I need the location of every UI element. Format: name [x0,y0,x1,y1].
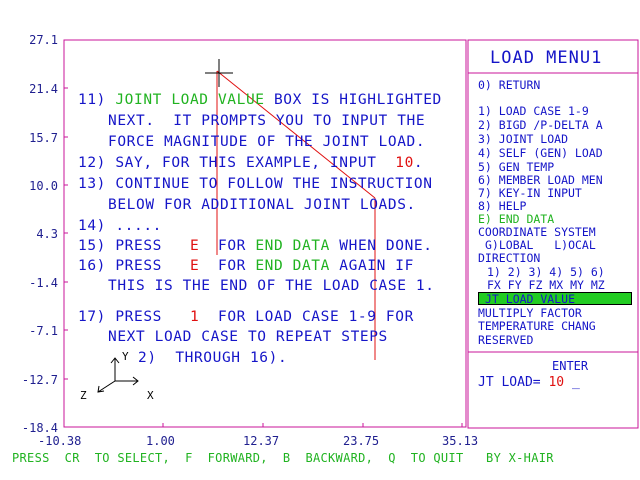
jt-load-input-value[interactable]: 10 [548,375,565,390]
menu-item-joint-load[interactable]: 3) JOINT LOAD [478,132,569,146]
instruction-line: 15) PRESS E FOR END DATA WHEN DONE. [78,238,433,254]
instruction-line: 12) SAY, FOR THIS EXAMPLE, INPUT 10. [78,155,424,171]
menu-item-reserved[interactable]: RESERVED [478,333,534,347]
member-rafter [216,70,376,199]
crosshair-cursor[interactable] [205,59,233,87]
y-tick-label: -1.4 [29,276,58,290]
x-tick-label: 23.75 [343,434,380,448]
y-tick-label: 21.4 [29,82,58,96]
direction-labels[interactable]: FX FY FZ MX MY MZ [487,278,605,292]
menu-panel-frame [467,39,639,429]
menu-item-gen-temp[interactable]: 5) GEN TEMP [478,160,555,174]
coordinate-system-options[interactable]: G)LOBAL L)OCAL [485,238,596,252]
menu-item-jt-load-value[interactable]: JT LOAD VALUE [478,292,632,306]
menu-item-self-load[interactable]: 4) SELF (GEN) LOAD [478,146,603,160]
x-tick-label: -10.38 [38,434,82,448]
menu-item-member-load[interactable]: 6) MEMBER LOAD MEN [478,173,603,187]
menu-item-end-data[interactable]: E) END DATA [478,212,555,226]
menu-item-help[interactable]: 8) HELP [478,199,527,213]
x-tick-label: 35.13 [442,434,479,448]
axis-label-z: Z [80,389,87,402]
status-bar: PRESS CR TO SELECT, F FORWARD, B BACKWAR… [12,451,554,465]
menu-item-bigd[interactable]: 2) BIGD /P-DELTA A [478,118,603,132]
instruction-line: NEXT. IT PROMPTS YOU TO INPUT THE [108,113,426,129]
direction-label: DIRECTION [478,251,541,265]
x-tick-marks [63,423,463,427]
instruction-line: 16) PRESS E FOR END DATA AGAIN IF [78,258,414,274]
y-tick-label: 27.1 [29,33,58,47]
y-tick-label: -18.4 [21,421,58,435]
menu-item-return[interactable]: 0) RETURN [478,78,541,92]
axis-triad-icon [97,357,139,393]
menu-item-temperature[interactable]: TEMPERATURE CHANG [478,319,596,333]
y-tick-label: -7.1 [29,324,58,338]
coordinate-system-label: COORDINATE SYSTEM [478,225,596,239]
direction-numbers[interactable]: 1) 2) 3) 4) 5) 6) [487,265,605,279]
instruction-line: 17) PRESS 1 FOR LOAD CASE 1-9 FOR [78,309,414,325]
enter-label: ENTER [552,359,589,373]
y-tick-label: -12.7 [21,373,58,387]
instruction-line: 13) CONTINUE TO FOLLOW THE INSTRUCTION [78,176,433,192]
x-tick-label: 12.37 [243,434,280,448]
instruction-line: THIS IS THE END OF THE LOAD CASE 1. [108,278,435,294]
menu-title: LOAD MENU1 [490,48,603,68]
y-tick-label: 4.3 [36,227,58,241]
jt-load-prompt[interactable]: JT LOAD= 10 _ [478,375,580,390]
instruction-line: NEXT LOAD CASE TO REPEAT STEPS [108,329,388,345]
x-tick-label: 1.00 [146,434,175,448]
y-tick-label: 10.0 [29,179,58,193]
input-cursor: _ [571,375,580,390]
menu-item-load-case[interactable]: 1) LOAD CASE 1-9 [478,104,589,118]
y-tick-marks [64,39,68,428]
y-tick-label: 15.7 [29,131,58,145]
instruction-line: 14) ..... [78,218,162,234]
instruction-line: FORCE MAGNITUDE OF THE JOINT LOAD. [108,134,426,150]
instruction-line: 11) JOINT LOAD VALUE BOX IS HIGHLIGHTED [78,92,442,108]
menu-item-key-in[interactable]: 7) KEY-IN INPUT [478,186,582,200]
axis-label-x: X [147,389,154,402]
axis-label-y: Y [122,350,129,363]
instruction-line: 2) THROUGH 16). [138,350,288,366]
instruction-line: BELOW FOR ADDITIONAL JOINT LOADS. [108,197,416,213]
menu-item-multiply-factor[interactable]: MULTIPLY FACTOR [478,306,582,320]
